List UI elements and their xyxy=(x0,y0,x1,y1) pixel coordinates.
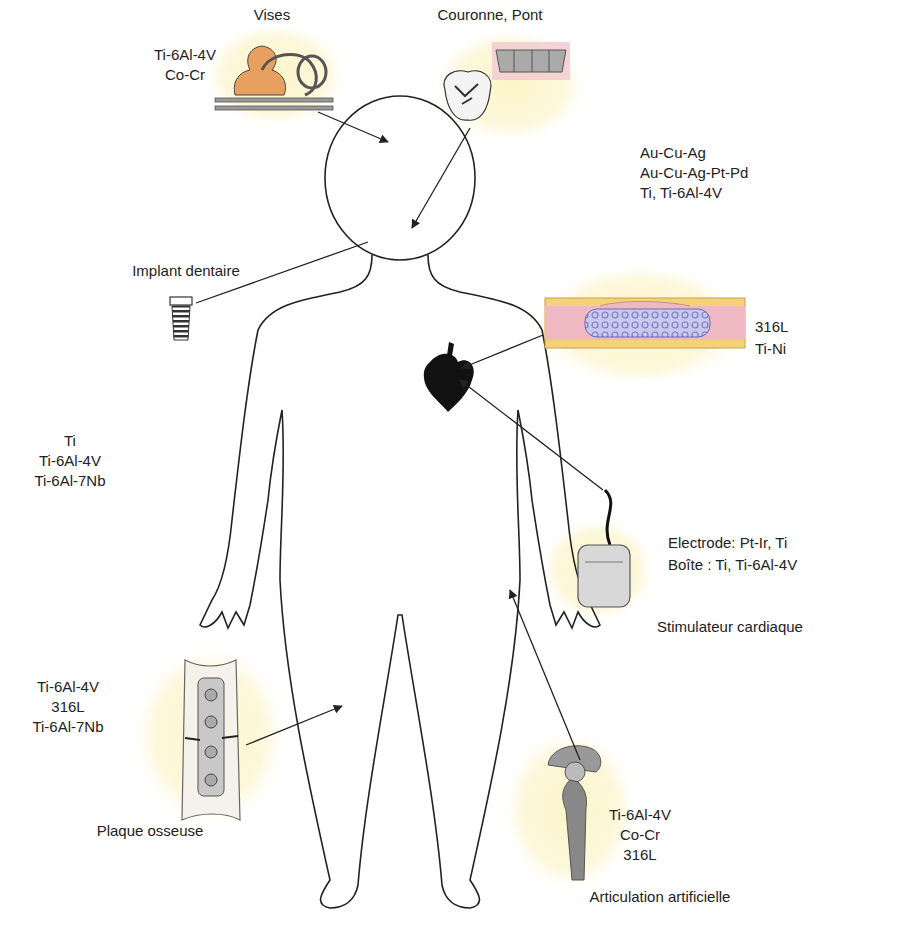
glow xyxy=(530,260,750,390)
dental-implant-illustration xyxy=(170,297,192,340)
glow xyxy=(130,640,290,830)
material-label: Ti-6Al-4V xyxy=(39,452,101,470)
material-label: Au-Cu-Ag xyxy=(640,144,706,162)
material-label: Co-Cr xyxy=(165,66,205,84)
material-label: 316L xyxy=(755,318,788,336)
body-outline xyxy=(200,255,600,908)
material-label: 316L xyxy=(51,698,84,716)
material-label: Ti-6Al-7Nb xyxy=(34,472,105,490)
glow xyxy=(430,25,590,145)
material-label: Au-Cu-Ag-Pt-Pd xyxy=(640,164,748,182)
part-name: Couronne, Pont xyxy=(437,6,542,24)
material-label: Ti-6Al-4V xyxy=(609,806,671,824)
material-label: Electrode: Pt-Ir, Ti xyxy=(668,534,787,552)
material-label: Ti-6Al-7Nb xyxy=(32,718,103,736)
material-label: Ti-Ni xyxy=(755,340,786,358)
material-label: Ti xyxy=(64,432,76,450)
hip-prosthesis-illustration xyxy=(548,746,601,880)
bone-plate-illustration xyxy=(182,660,240,820)
leader-lines xyxy=(196,112,603,760)
glow xyxy=(200,20,350,130)
material-label: 316L xyxy=(623,846,656,864)
stent-illustration xyxy=(545,298,745,348)
part-name: Articulation artificielle xyxy=(590,888,731,906)
material-label: Ti-6Al-4V xyxy=(154,46,216,64)
glow xyxy=(538,515,658,625)
part-name: Plaque osseuse xyxy=(97,822,204,840)
material-label: Ti-6Al-4V xyxy=(37,678,99,696)
part-name: Implant dentaire xyxy=(132,262,240,280)
part-name: Vises xyxy=(254,6,290,24)
material-label: Boîte : Ti, Ti-6Al-4V xyxy=(668,556,797,574)
material-label: Ti, Ti-6Al-4V xyxy=(640,184,722,202)
screw-fixation-illustration xyxy=(215,46,333,110)
part-name: Stimulateur cardiaque xyxy=(657,618,803,636)
head-outline xyxy=(325,96,475,260)
pacemaker-illustration xyxy=(578,490,630,607)
material-label: Co-Cr xyxy=(620,826,660,844)
crown-bridge-illustration xyxy=(444,42,570,120)
heart-symbol xyxy=(424,342,474,412)
